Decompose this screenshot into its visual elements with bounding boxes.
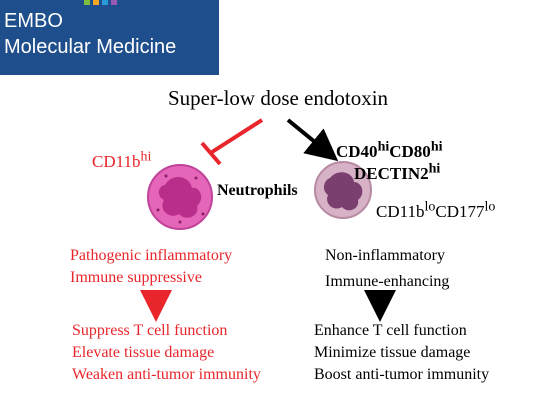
right-marker-1: CD40 <box>336 142 378 161</box>
right-outcome-1: Enhance T cell function <box>314 322 467 339</box>
left-marker-text: CD11b <box>92 152 141 171</box>
journal-banner: EMBO Molecular Medicine <box>0 0 219 75</box>
banner-dot <box>93 0 99 5</box>
banner-dot <box>84 0 90 5</box>
left-marker-sup: hi <box>140 149 152 165</box>
right-marker-4-sup: lo <box>424 199 436 215</box>
right-nucleus <box>323 172 363 211</box>
left-marker-label: CD11bhi <box>92 149 152 172</box>
left-outcome-3: Weaken anti-tumor immunity <box>72 366 261 383</box>
banner-dot <box>111 0 117 5</box>
inhibition-arrow <box>200 118 264 166</box>
neutrophil-cd11b-lo-cell <box>314 161 372 219</box>
right-marker-4: CD11b <box>376 202 425 221</box>
right-marker-line-1: CD40hiCD80hi <box>336 139 443 162</box>
banner-logo-dots <box>84 0 117 5</box>
banner-line-1: EMBO <box>4 10 63 32</box>
right-outcome-2: Minimize tissue damage <box>314 344 471 361</box>
right-trait-1: Non-inflammatory <box>325 247 445 264</box>
right-trait-2: Immune-enhancing <box>325 273 450 290</box>
neutrophil-cd11b-hi-cell <box>147 164 213 230</box>
left-nucleus <box>158 176 202 218</box>
left-outcome-1: Suppress T cell function <box>72 322 228 339</box>
banner-dot <box>102 0 108 5</box>
neutrophils-label: Neutrophils <box>217 182 298 199</box>
right-marker-1-sup: hi <box>377 139 390 155</box>
right-marker-line-2: DECTIN2hi <box>354 161 441 184</box>
right-outcome-3: Boost anti-tumor immunity <box>314 366 490 383</box>
right-marker-3-sup: hi <box>428 161 441 177</box>
right-marker-5-sup: lo <box>484 199 496 215</box>
banner-line-2: Molecular Medicine <box>4 36 177 58</box>
left-trait-1: Pathogenic inflammatory <box>70 247 233 264</box>
right-marker-3: DECTIN2 <box>354 164 429 183</box>
right-marker-2: CD80 <box>389 142 431 161</box>
left-outcome-2: Elevate tissue damage <box>72 344 215 361</box>
right-marker-5: CD177 <box>435 202 485 221</box>
right-marker-line-3: CD11bloCD177lo <box>376 199 496 222</box>
diagram-title: Super-low dose endotoxin <box>168 86 389 110</box>
activation-arrow <box>286 118 339 162</box>
left-trait-2: Immune suppressive <box>70 269 202 286</box>
right-marker-2-sup: hi <box>430 139 443 155</box>
